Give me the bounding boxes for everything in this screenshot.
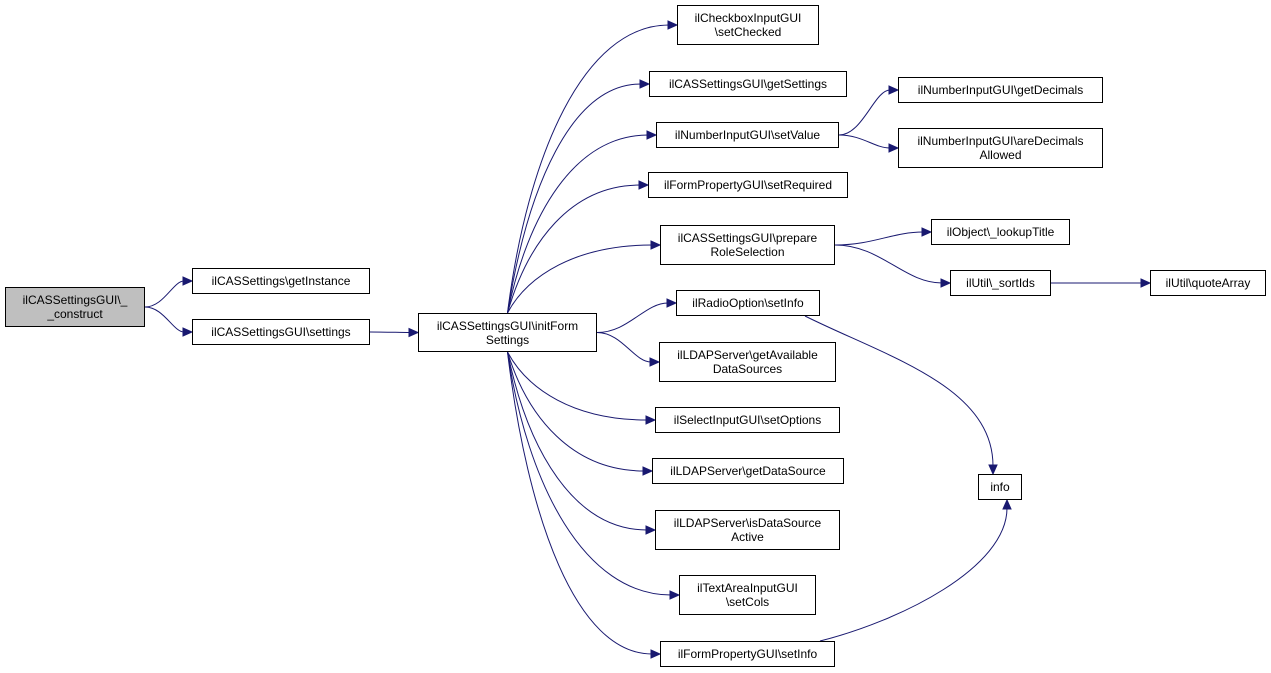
arrowhead-form-set-info-to-info bbox=[1002, 498, 1012, 510]
node-prepare-role-selection-line-1: ilCASSettingsGUI\prepare bbox=[677, 231, 818, 245]
arrowhead-settings-to-init-form bbox=[408, 327, 420, 338]
edge-radio-set-info-to-info bbox=[804, 315, 994, 467]
node-prepare-role-selection[interactable]: ilCASSettingsGUI\prepare RoleSelection bbox=[660, 225, 835, 265]
arrowhead-prepare-role-to-sort-ids bbox=[940, 278, 952, 288]
arrowhead-init-form-to-set-value bbox=[646, 130, 658, 140]
node-is-data-source-active[interactable]: ilLDAPServer\isDataSource Active bbox=[655, 510, 840, 550]
node-init-form-settings-line-2: Settings bbox=[485, 332, 530, 347]
node-quote-array-label: ilUtil\quoteArray bbox=[1165, 276, 1251, 290]
edge-init-form-to-radio-set-info bbox=[596, 302, 669, 333]
node-prepare-role-selection-line-2: RoleSelection bbox=[710, 245, 785, 259]
arrowhead-init-form-to-form-set-info bbox=[650, 649, 662, 659]
edge-settings-to-init-form bbox=[369, 331, 411, 333]
arrowhead-sort-ids-to-quote-array bbox=[1140, 278, 1152, 288]
arrowhead-set-value-to-get-decimals bbox=[888, 85, 900, 95]
node-set-checked-line-1: ilCheckboxInputGUI bbox=[694, 11, 802, 25]
edge-root-to-get-instance bbox=[144, 280, 185, 308]
node-get-settings-label: ilCASSettingsGUI\getSettings bbox=[668, 77, 828, 91]
node-get-decimals[interactable]: ilNumberInputGUI\getDecimals bbox=[898, 77, 1103, 103]
edge-init-form-to-set-value bbox=[507, 134, 649, 314]
arrowhead-root-to-settings bbox=[182, 327, 194, 337]
node-root: ilCASSettingsGUI\_ _construct bbox=[5, 287, 145, 327]
edge-init-form-to-set-cols bbox=[507, 351, 672, 596]
node-get-available-line-1: ilLDAPServer\getAvailable bbox=[677, 348, 818, 362]
node-get-data-source-label: ilLDAPServer\getDataSource bbox=[670, 464, 826, 478]
edge-prepare-role-to-lookup-title bbox=[834, 231, 924, 246]
edge-init-form-to-set-required bbox=[507, 184, 641, 314]
node-are-decimals-allowed[interactable]: ilNumberInputGUI\areDecimals Allowed bbox=[898, 128, 1103, 168]
arrowhead-radio-set-info-to-info bbox=[988, 464, 998, 476]
node-set-value-label: ilNumberInputGUI\setValue bbox=[674, 128, 821, 142]
edge-set-value-to-are-decimals bbox=[838, 134, 891, 149]
node-settings-label: ilCASSettingsGUI\settings bbox=[211, 325, 351, 339]
node-root-line-1: ilCASSettingsGUI\_ bbox=[22, 293, 128, 307]
node-lookup-title[interactable]: ilObject\_lookupTitle bbox=[931, 219, 1070, 245]
node-form-set-info-label: ilFormPropertyGUI\setInfo bbox=[677, 647, 818, 661]
arrowhead-init-form-to-get-data-source bbox=[642, 466, 654, 476]
node-info-label: info bbox=[990, 480, 1010, 494]
arrowhead-init-form-to-set-options bbox=[645, 415, 657, 425]
node-is-data-source-active-line-2: Active bbox=[731, 530, 764, 544]
arrowhead-init-form-to-radio-set-info bbox=[666, 298, 678, 308]
arrowhead-prepare-role-to-lookup-title bbox=[921, 227, 933, 237]
arrowhead-root-to-get-instance bbox=[182, 276, 194, 286]
node-form-set-info[interactable]: ilFormPropertyGUI\setInfo bbox=[660, 641, 835, 667]
edge-init-form-to-is-active bbox=[507, 351, 648, 531]
node-are-decimals-allowed-line-2: Allowed bbox=[979, 148, 1022, 162]
node-sort-ids-label: ilUtil\_sortIds bbox=[966, 276, 1035, 290]
node-get-available-line-2: DataSources bbox=[712, 362, 783, 376]
node-are-decimals-allowed-line-1: ilNumberInputGUI\areDecimals bbox=[917, 134, 1084, 148]
arrowhead-init-form-to-set-checked bbox=[667, 20, 679, 30]
node-get-decimals-label: ilNumberInputGUI\getDecimals bbox=[917, 83, 1084, 97]
node-init-form-settings[interactable]: ilCASSettingsGUI\initForm Settings bbox=[418, 313, 597, 352]
node-set-cols-line-2: \setCols bbox=[725, 595, 770, 609]
node-radio-set-info-label: ilRadioOption\setInfo bbox=[692, 296, 804, 310]
node-init-form-settings-line-1: ilCASSettingsGUI\initForm bbox=[436, 318, 579, 333]
edge-set-value-to-get-decimals bbox=[838, 89, 891, 136]
node-get-instance-label: ilCASSettings\getInstance bbox=[211, 274, 351, 288]
edge-init-form-to-get-available bbox=[596, 332, 652, 363]
node-set-required-label: ilFormPropertyGUI\setRequired bbox=[663, 178, 833, 192]
edge-init-form-to-set-checked bbox=[507, 24, 670, 314]
edge-root-to-settings bbox=[144, 306, 185, 333]
arrowhead-init-form-to-is-active bbox=[645, 525, 657, 535]
node-root-line-2: _construct bbox=[47, 307, 103, 321]
arrowhead-init-form-to-set-cols bbox=[669, 590, 681, 600]
edge-prepare-role-to-sort-ids bbox=[834, 244, 943, 284]
edge-init-form-to-get-settings bbox=[507, 83, 642, 314]
node-settings[interactable]: ilCASSettingsGUI\settings bbox=[192, 319, 370, 345]
node-lookup-title-label: ilObject\_lookupTitle bbox=[946, 225, 1055, 239]
node-set-cols[interactable]: ilTextAreaInputGUI \setCols bbox=[679, 575, 816, 615]
arrowhead-init-form-to-get-settings bbox=[639, 79, 651, 89]
edge-init-form-to-prepare-role bbox=[507, 244, 653, 314]
node-get-settings[interactable]: ilCASSettingsGUI\getSettings bbox=[649, 71, 847, 97]
node-info[interactable]: info bbox=[978, 474, 1022, 500]
arrowhead-init-form-to-prepare-role bbox=[650, 240, 662, 250]
arrowhead-init-form-to-get-available bbox=[649, 357, 661, 367]
node-quote-array[interactable]: ilUtil\quoteArray bbox=[1150, 270, 1266, 296]
node-set-options[interactable]: ilSelectInputGUI\setOptions bbox=[655, 407, 840, 433]
node-set-cols-line-1: ilTextAreaInputGUI bbox=[697, 581, 798, 595]
node-set-value[interactable]: ilNumberInputGUI\setValue bbox=[656, 122, 839, 148]
node-set-checked[interactable]: ilCheckboxInputGUI \setChecked bbox=[677, 5, 819, 45]
node-set-options-label: ilSelectInputGUI\setOptions bbox=[673, 413, 822, 427]
edge-init-form-to-set-options bbox=[507, 351, 648, 421]
edge-form-set-info-to-info bbox=[819, 507, 1008, 642]
arrowhead-set-value-to-are-decimals bbox=[888, 143, 900, 153]
node-radio-set-info[interactable]: ilRadioOption\setInfo bbox=[676, 290, 820, 316]
node-sort-ids[interactable]: ilUtil\_sortIds bbox=[950, 270, 1051, 296]
edge-init-form-to-form-set-info bbox=[507, 351, 653, 655]
node-get-data-source[interactable]: ilLDAPServer\getDataSource bbox=[652, 458, 844, 484]
edge-init-form-to-get-data-source bbox=[507, 351, 645, 472]
node-set-required[interactable]: ilFormPropertyGUI\setRequired bbox=[648, 172, 848, 198]
node-set-checked-line-2: \setChecked bbox=[714, 25, 782, 39]
arrowhead-init-form-to-set-required bbox=[638, 180, 650, 190]
node-get-available-data-sources[interactable]: ilLDAPServer\getAvailable DataSources bbox=[659, 342, 836, 382]
node-get-instance[interactable]: ilCASSettings\getInstance bbox=[192, 268, 370, 294]
node-is-data-source-active-line-1: ilLDAPServer\isDataSource bbox=[673, 516, 822, 530]
